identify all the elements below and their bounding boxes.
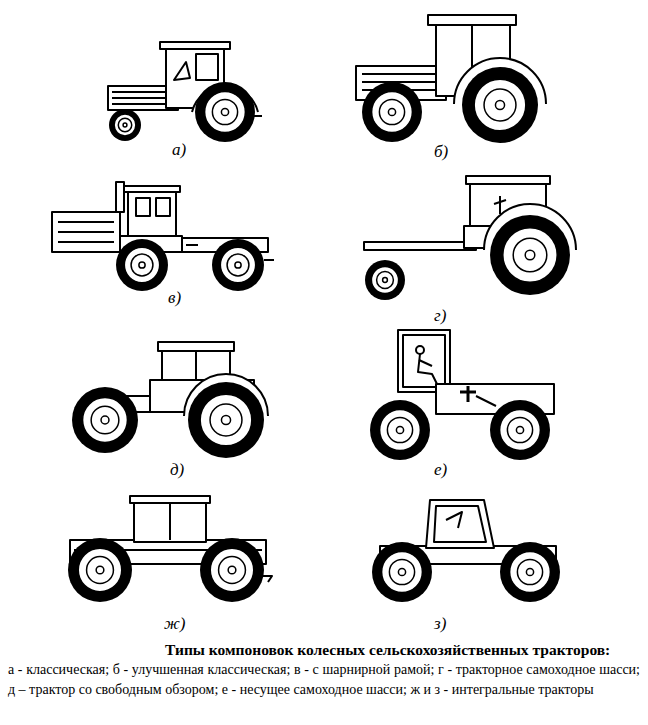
panel-letter: д) [170,460,184,480]
tractor-improved-classic [356,15,546,143]
tractor-free-view [72,342,268,458]
caption-title: Типы компоновок колесных сельскохозяйств… [165,641,610,659]
tractor-articulated [52,182,274,291]
panel-letter: г) [434,306,446,326]
panel-letter: а) [172,140,186,160]
tractor-integral-2 [372,500,560,602]
caption-text: а - классическая; б - улучшенная классич… [8,660,640,700]
tractor-classic [108,42,262,142]
panel-letter: ж) [164,614,185,634]
panel-letter: з) [434,614,446,634]
tractor-integral-1 [68,496,272,602]
panel-letter: б) [434,142,448,162]
panel-letter: в) [168,288,181,308]
tractor-illustrations [0,0,648,640]
tractor-carrying-chassis [370,330,554,460]
tractor-self-propelled-chassis [364,176,576,300]
panel-letter: е) [434,460,447,480]
